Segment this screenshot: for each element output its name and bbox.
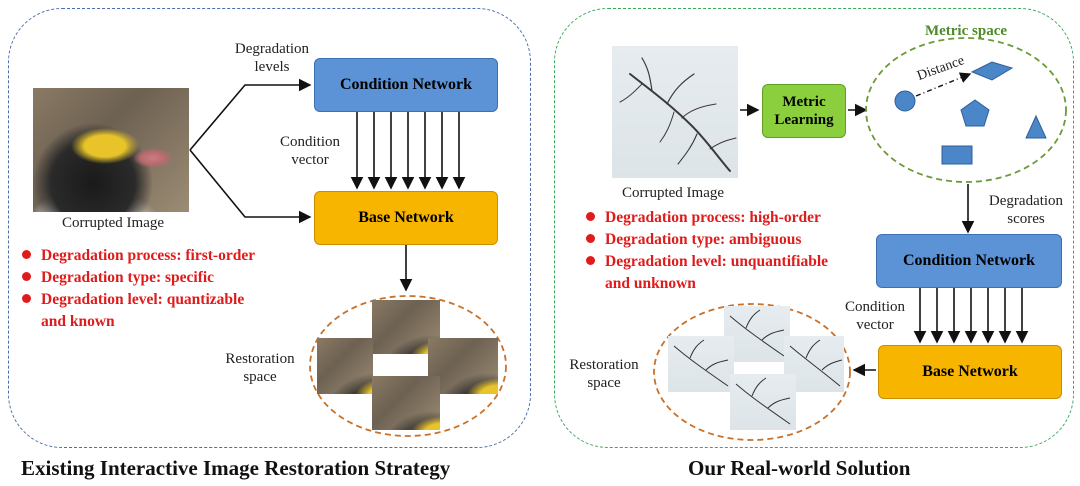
rectangle-shape bbox=[941, 145, 973, 165]
right-restoration-image-left bbox=[668, 336, 734, 392]
metric-learning-box: Metric Learning bbox=[762, 84, 846, 138]
left-corrupted-image bbox=[33, 88, 189, 212]
tree-thumb-icon bbox=[729, 309, 785, 357]
pentagon-shape bbox=[960, 99, 990, 127]
right-panel bbox=[554, 8, 1074, 448]
left-bullet-level: Degradation level: quantizable bbox=[22, 290, 244, 310]
left-restoration-space-label: Restoration space bbox=[225, 351, 295, 385]
left-title: Existing Interactive Image Restoration S… bbox=[21, 456, 451, 480]
right-condition-vector-arrows bbox=[913, 288, 1029, 344]
tree-branch-icon bbox=[619, 57, 737, 172]
circle-shape bbox=[894, 90, 916, 112]
right-bullet-level-cont: and unknown bbox=[605, 275, 696, 292]
restoration-image-bottom bbox=[372, 376, 440, 430]
right-corrupted-image bbox=[612, 46, 738, 178]
left-base-network: Base Network bbox=[314, 191, 498, 245]
left-condition-network: Condition Network bbox=[314, 58, 498, 112]
arrow-image-to-condition bbox=[189, 78, 312, 151]
left-bullet-level-cont: and known bbox=[41, 313, 115, 330]
left-corrupted-image-label: Corrupted Image bbox=[61, 215, 165, 231]
left-condition-vector-label: Condition vector bbox=[279, 134, 340, 168]
right-base-network: Base Network bbox=[878, 345, 1062, 399]
right-bullet-type: Degradation type: ambiguous bbox=[586, 230, 801, 250]
left-bullet-process: Degradation process: first-order bbox=[22, 246, 255, 266]
right-restoration-space-label: Restoration space bbox=[569, 357, 639, 391]
right-restoration-ellipse bbox=[653, 303, 851, 441]
degradation-levels-label: Degradation levels bbox=[234, 41, 310, 75]
metric-space-label: Metric space bbox=[924, 23, 1008, 39]
right-corrupted-image-label: Corrupted Image bbox=[621, 185, 725, 201]
left-panel bbox=[8, 8, 531, 448]
right-title: Our Real-world Solution bbox=[688, 456, 911, 480]
left-condition-vector-arrows bbox=[350, 112, 466, 190]
right-restoration-image-top bbox=[724, 306, 790, 362]
degradation-scores-label: Degradation scores bbox=[988, 193, 1064, 227]
left-bullet-type: Degradation type: specific bbox=[22, 268, 214, 288]
tree-thumb-icon bbox=[735, 377, 791, 425]
tree-thumb-icon bbox=[673, 339, 729, 387]
right-bullet-level: Degradation level: unquantifiable bbox=[586, 252, 828, 272]
restoration-image-left bbox=[317, 338, 373, 394]
right-condition-network: Condition Network bbox=[876, 234, 1062, 288]
right-bullet-process: Degradation process: high-order bbox=[586, 208, 821, 228]
tree-thumb-icon bbox=[789, 339, 843, 387]
arrow-image-to-base bbox=[189, 149, 312, 224]
triangle-shape bbox=[1025, 114, 1047, 139]
right-condition-vector-label: Condition vector bbox=[844, 299, 905, 333]
distance-line bbox=[915, 72, 972, 97]
diamond-shape bbox=[970, 61, 1014, 81]
right-restoration-image-bottom bbox=[730, 374, 796, 430]
metric-space-ellipse bbox=[865, 37, 1067, 183]
left-restoration-ellipse bbox=[309, 295, 507, 437]
